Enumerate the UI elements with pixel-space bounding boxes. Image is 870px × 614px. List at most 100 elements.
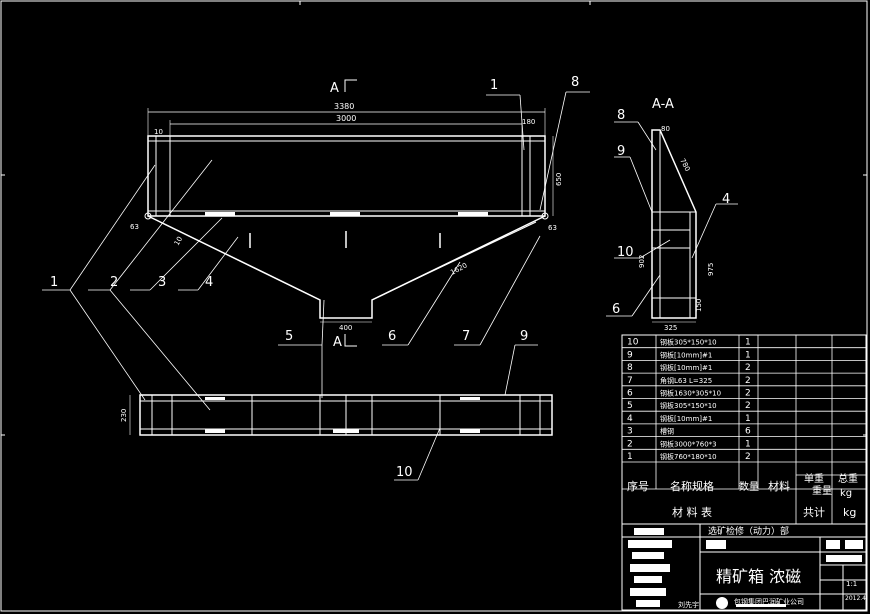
bom-row-no: 8	[627, 363, 633, 373]
bom-row-qty: 2	[745, 401, 751, 411]
department: 选矿检修（动力）部	[708, 525, 789, 537]
callout-label: 8	[571, 75, 579, 90]
callout-label: 6	[388, 329, 396, 344]
bom-row-qty: 2	[745, 376, 751, 386]
bom-row-no: 7	[627, 376, 633, 386]
bom-row-qty: 2	[745, 363, 751, 373]
title-frame	[621, 523, 867, 611]
bom-row-spec: 钢板[10mm]#1	[660, 350, 712, 359]
bom-row-no: 1	[627, 452, 633, 462]
dim-plan-width: 230	[120, 409, 128, 422]
callout-label: 7	[462, 329, 470, 344]
callout-label: 6	[612, 302, 620, 317]
hopper-inner	[159, 221, 537, 298]
section-mark-top: A	[330, 81, 339, 96]
section-outline	[651, 129, 697, 319]
bom-row-qty: 1	[745, 414, 751, 424]
bom-row-no: 6	[627, 389, 633, 399]
callout-label: 2	[110, 275, 118, 290]
bom-row-no: 4	[627, 414, 633, 424]
section-mark-bottom: A	[333, 335, 342, 350]
box-outline	[147, 135, 546, 217]
front-view: A A 3380 3000 10 180 650	[42, 75, 590, 481]
callout-label: 1	[490, 78, 498, 93]
bom-grid	[622, 334, 866, 524]
dim-height: 650	[555, 173, 563, 186]
dim-overall-width: 3380	[334, 102, 354, 111]
callout-label: 1	[50, 275, 58, 290]
section-title: A-A	[652, 97, 674, 112]
title-block: 选矿检修（动力）部 精矿箱 浓磁 1:1 2012.4 刘先宇 包钢集团巴润矿业…	[621, 523, 867, 611]
bom-row-spec: 钢板305*150*10	[660, 401, 717, 410]
plan-channel	[205, 429, 225, 433]
callout-label: 5	[285, 329, 293, 344]
drawing-name: 精矿箱 浓磁	[716, 567, 801, 586]
callout-label: 4	[205, 275, 213, 290]
corner-mark	[144, 212, 152, 220]
dim-section-slant: 780	[678, 157, 691, 173]
bom-footer-kg: kg	[843, 506, 856, 519]
bom-row-no: 10	[627, 338, 639, 348]
dim-section-inner: 902	[638, 255, 646, 268]
bom-footer-title: 材 料 表	[672, 505, 712, 519]
dim-bottom-width: 400	[339, 324, 352, 332]
channel-mark	[205, 212, 235, 216]
bom-row-spec: 钢板305*150*10	[660, 338, 717, 347]
bom-row-qty: 2	[745, 452, 751, 462]
plan-view: 230 9 10	[120, 329, 553, 480]
bom-row-spec: 钢板760*180*10	[660, 452, 717, 461]
callout-label: 10	[617, 245, 634, 260]
bom-header-material: 材料	[768, 479, 790, 493]
bom-header-no: 序号	[627, 479, 649, 493]
plan-channel	[333, 429, 359, 433]
section-arrow-top	[344, 79, 357, 92]
section-leaders	[606, 121, 738, 317]
bom-row-qty: 1	[745, 439, 751, 449]
bom-footer-total: 共计	[803, 506, 825, 519]
callout-label: 8	[617, 108, 625, 123]
plan-channel	[460, 397, 480, 400]
bom-row-spec: 钢板[10mm]#1	[660, 414, 712, 423]
signature-blocks	[628, 528, 863, 607]
channel-mark	[330, 212, 360, 216]
bom-row-spec: 钢板1630*305*10	[660, 389, 721, 398]
dim-section-width: 325	[664, 324, 677, 332]
bom-table: 10 钢板305*150*10 1 9 钢板[10mm]#1 1 8 钢板[10mm]#1 2 7…	[621, 334, 867, 525]
company-name: 包钢集团巴润矿业公司	[734, 597, 804, 606]
bom-row-spec: 钢板[10mm]#1	[660, 363, 712, 372]
bom-row-no: 9	[627, 350, 633, 360]
bom-header-weight: 重量	[812, 484, 832, 497]
callout-label: 9	[520, 329, 528, 344]
bom-row-no: 2	[627, 439, 633, 449]
dim-slope-small: 10	[173, 235, 184, 247]
plan-channel	[205, 397, 225, 400]
bom-header-unit-weight: 单重	[804, 472, 824, 485]
scale: 1:1	[846, 580, 857, 588]
callout-label: 3	[158, 275, 166, 290]
bom-row-no: 5	[627, 401, 633, 411]
bom-header-total-weight: 总重	[838, 472, 858, 485]
bom-row-spec: 角钢L63 L=325	[660, 376, 712, 385]
dim-section-top: 80	[661, 125, 670, 133]
callout-label: 10	[396, 465, 413, 480]
dim-section-total: 975	[707, 263, 715, 276]
dim-section-foot: 150	[695, 299, 703, 312]
channel-mark	[458, 212, 488, 216]
dim-angle-left: 63	[130, 223, 139, 231]
date: 2012.4	[845, 595, 866, 602]
bom-row-no: 3	[627, 427, 633, 437]
bom-header-kg: kg	[840, 488, 852, 499]
plan-channel	[460, 429, 480, 433]
bom-rows: 10 钢板305*150*10 1 9 钢板[10mm]#1 1 8 钢板[10mm]#1 2 7…	[627, 338, 751, 462]
bom-row-qty: 6	[745, 427, 751, 437]
corner-mark	[541, 212, 549, 220]
bom-row-spec: 钢板3000*760*3	[660, 439, 717, 448]
dim-right-offset: 180	[522, 118, 535, 126]
callout-label: 9	[617, 144, 625, 159]
dim-angle-right: 63	[548, 224, 557, 232]
bom-row-spec: 槽钢	[660, 427, 674, 436]
bom-row-qty: 1	[745, 350, 751, 360]
dim-inner-width: 3000	[336, 114, 356, 123]
